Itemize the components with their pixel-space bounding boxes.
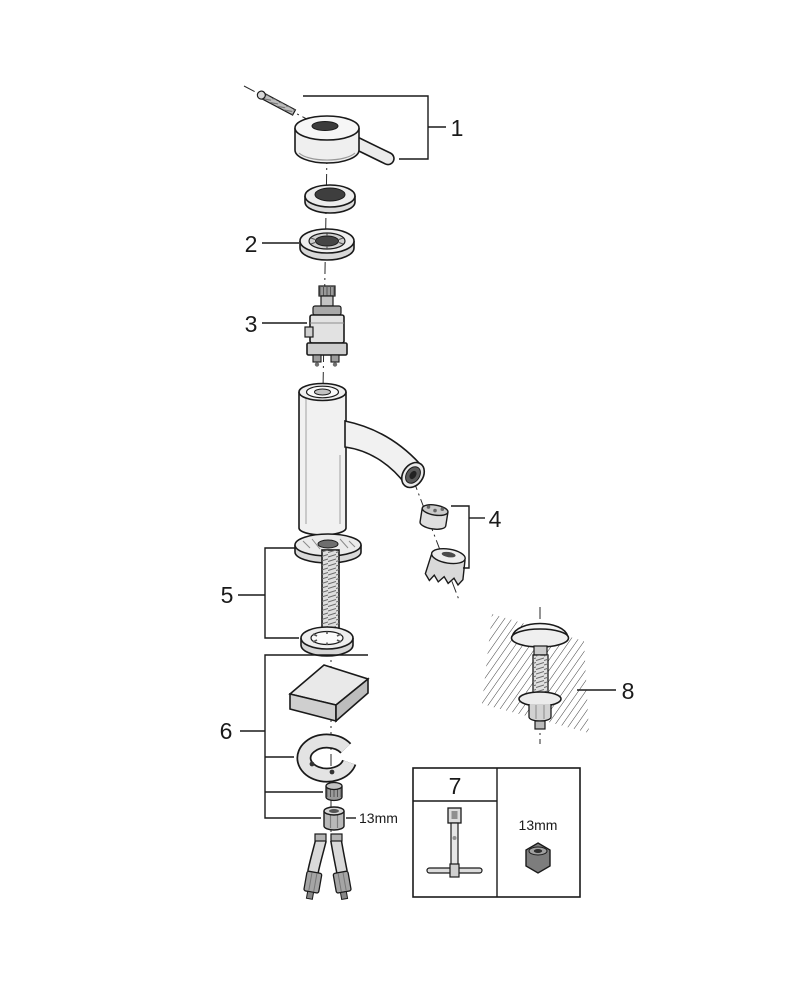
ring-teeth (310, 233, 344, 249)
handle-cap (294, 115, 360, 164)
part-8-pop-up-waste (482, 607, 589, 744)
waste-washer (518, 691, 562, 707)
waste-stem-threads (533, 655, 548, 697)
mounting-tool (426, 807, 483, 878)
part-4-aerator-set (419, 504, 466, 587)
callout-8-label: 8 (622, 678, 635, 704)
callout-4: 4 (451, 505, 502, 569)
faucet-body (298, 382, 426, 536)
part-6-fastening-set: 13mm (288, 664, 398, 901)
horseshoe-washer (296, 733, 357, 783)
box-hex-nut-icon (525, 842, 551, 874)
cartridge-stem (320, 295, 334, 307)
callout-5-label: 5 (221, 582, 234, 608)
cartridge-tab (304, 326, 314, 338)
callout-5: 5 (221, 547, 299, 639)
hex-nut-size-callout: 13mm (346, 810, 398, 826)
hose-fitting-left (303, 870, 323, 900)
box-nut-size-label: 13mm (519, 817, 558, 833)
spout-outlet (400, 461, 426, 489)
hex-nut (323, 806, 345, 831)
handle-screw (256, 90, 297, 116)
callout-1-label: 1 (451, 115, 464, 141)
callout-3-label: 3 (245, 311, 258, 337)
handle-base-ring (304, 184, 356, 214)
hose-fitting-right (332, 870, 352, 901)
legend-box: 7 13mm (412, 767, 581, 898)
part-3-cartridge (304, 285, 348, 367)
callout-6: 6 (220, 654, 368, 819)
waste-tailpiece (534, 720, 546, 730)
hex-nut-size-label: 13mm (359, 810, 398, 826)
waste-plug-neck (533, 645, 548, 656)
part-1-handle-assembly (256, 90, 395, 214)
callout-8: 8 (577, 678, 634, 704)
waste-plug-rim (510, 628, 570, 648)
threaded-stud (321, 549, 340, 639)
waste-nut (528, 704, 552, 722)
aerator-insert (419, 504, 449, 530)
cartridge-collar (312, 305, 342, 316)
callout-3: 3 (245, 311, 307, 337)
callout-7-label: 7 (449, 773, 462, 799)
clamp-wedge (288, 664, 370, 723)
handle-slot (311, 121, 339, 131)
callout-2-label: 2 (245, 231, 258, 257)
lock-ring (300, 626, 354, 657)
part-2-retaining-ring (299, 228, 355, 261)
callout-2: 2 (245, 231, 299, 257)
callout-4-label: 4 (489, 506, 502, 532)
part-5-mounting-set (294, 533, 362, 657)
callout-6-label: 6 (220, 718, 233, 744)
supply-hoses (303, 833, 352, 901)
cartridge-body (309, 314, 345, 344)
cartridge-base (306, 342, 348, 356)
callout-1: 1 (303, 95, 464, 160)
aerator-cap (424, 548, 466, 587)
adapter-nut (325, 781, 343, 802)
